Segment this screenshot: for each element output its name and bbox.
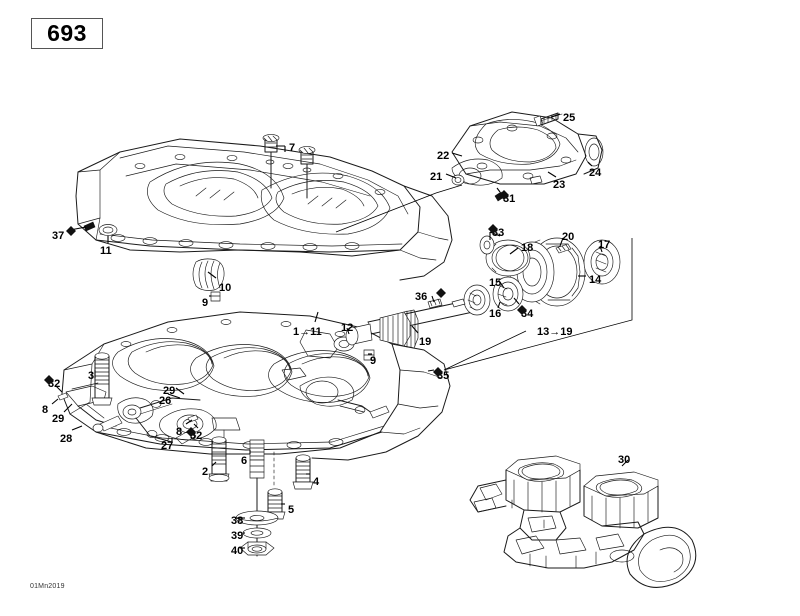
bolt-2 bbox=[208, 436, 230, 482]
callout-11-left: 11 bbox=[100, 245, 112, 257]
callout-19: 19 bbox=[419, 336, 432, 348]
callout-range-start: 1 bbox=[293, 326, 300, 338]
callout-26: 26 bbox=[159, 395, 172, 407]
footer-revision-code: 01Mn2019 bbox=[30, 583, 65, 590]
callout-6: 6 bbox=[241, 455, 248, 467]
lower-crankcase-half bbox=[61, 311, 451, 461]
callout-range-1-11: 1→11 bbox=[293, 326, 322, 338]
callout-31: 31 bbox=[503, 193, 516, 205]
screw-7-right bbox=[298, 146, 316, 199]
hardware-8-right bbox=[187, 414, 199, 423]
callout-30: 30 bbox=[618, 454, 631, 466]
callout-29-left: 29 bbox=[52, 413, 65, 425]
callout-15: 15 bbox=[489, 277, 502, 289]
callout-16: 16 bbox=[489, 308, 502, 320]
callout-38: 38 bbox=[231, 515, 244, 527]
callout-17: 17 bbox=[598, 239, 611, 251]
callout-4: 4 bbox=[313, 476, 320, 488]
washer-39 bbox=[242, 527, 272, 539]
callout-21: 21 bbox=[430, 171, 443, 183]
callout-36: 36 bbox=[415, 291, 428, 303]
callout-10: 10 bbox=[219, 282, 232, 294]
callout-29-right: 29 bbox=[163, 385, 176, 397]
callout-32-right: 32 bbox=[190, 430, 203, 442]
page-number-badge: 693 bbox=[31, 18, 103, 49]
callout-23: 23 bbox=[553, 179, 566, 191]
callout-32-left: 32 bbox=[48, 378, 61, 390]
group-bracket-21-31 bbox=[335, 184, 463, 233]
crankshaft-assembly bbox=[345, 235, 621, 349]
callout-22: 22 bbox=[437, 150, 450, 162]
callout-20: 20 bbox=[562, 231, 575, 243]
rotary-valve-cover-assembly bbox=[451, 111, 604, 202]
part-10-seal-ring bbox=[192, 258, 225, 291]
page-number-text: 693 bbox=[47, 20, 87, 46]
upper-crankcase-half bbox=[75, 138, 453, 281]
bolt-6 bbox=[249, 439, 265, 557]
callout-39: 39 bbox=[231, 530, 244, 542]
callout-7: 7 bbox=[289, 142, 296, 154]
callout-range-start: 13 bbox=[537, 326, 550, 338]
callout-range-end: 19 bbox=[560, 326, 573, 338]
callout-9-lower: 9 bbox=[370, 355, 377, 367]
hardware-8-left bbox=[57, 392, 69, 401]
callout-12: 12 bbox=[341, 322, 354, 334]
callout-3: 3 bbox=[88, 370, 95, 382]
group-bracket-13-19 bbox=[443, 238, 633, 371]
callout-9-upper: 9 bbox=[202, 297, 209, 309]
callout-range-13-19: 13→19 bbox=[537, 326, 573, 338]
callout-8-left: 8 bbox=[42, 404, 49, 416]
callout-40: 40 bbox=[231, 545, 244, 557]
callout-2: 2 bbox=[202, 466, 209, 478]
callout-28: 28 bbox=[60, 433, 73, 445]
callout-18: 18 bbox=[521, 242, 534, 254]
cylinder-block-assembly bbox=[469, 455, 697, 588]
callout-range-end: 11 bbox=[310, 326, 322, 338]
callout-14: 14 bbox=[589, 274, 602, 286]
callout-5: 5 bbox=[288, 504, 295, 516]
callout-27: 27 bbox=[161, 440, 174, 452]
part-9-key-upper bbox=[210, 291, 221, 302]
callout-37: 37 bbox=[52, 230, 65, 242]
callout-35: 35 bbox=[437, 370, 450, 382]
oil-injection-linkage bbox=[65, 367, 390, 445]
callout-34: 34 bbox=[521, 308, 534, 320]
bolt-3 bbox=[91, 352, 113, 406]
nut-40 bbox=[239, 541, 275, 556]
callout-8-right: 8 bbox=[176, 426, 183, 438]
callout-33: 33 bbox=[492, 227, 505, 239]
bolt-4 bbox=[292, 454, 314, 490]
callout-24: 24 bbox=[589, 167, 602, 179]
screw-7-left bbox=[262, 134, 280, 189]
callout-25: 25 bbox=[563, 112, 576, 124]
